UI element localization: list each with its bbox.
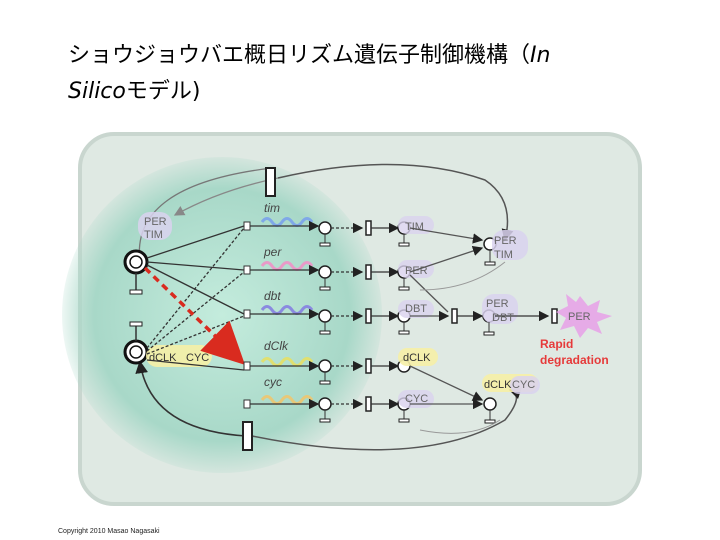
nucleus bbox=[62, 157, 382, 473]
label-per-tim-complex-tim: TIM bbox=[494, 249, 513, 261]
promoter-node-top-inner bbox=[129, 255, 143, 269]
gene-row-dclk bbox=[243, 348, 438, 385]
return-arrow-1 bbox=[419, 261, 506, 291]
label-cyc-mid: CYC bbox=[405, 393, 428, 405]
label-tim-mid: TIM bbox=[405, 221, 424, 233]
annotation-rapid: Rapid bbox=[540, 337, 573, 351]
bottom-loop-left bbox=[135, 360, 247, 437]
promoter-node-bottom-inner bbox=[129, 345, 143, 359]
label-dclk-cyc-complex-cyc: CYC bbox=[512, 379, 535, 391]
complex-formation bbox=[409, 227, 558, 424]
label-dbt-mid: DBT bbox=[405, 303, 427, 315]
transport-bar-top bbox=[265, 167, 276, 197]
red-emphasis-arrow bbox=[143, 266, 246, 365]
per-tim-bubble-left bbox=[138, 212, 172, 240]
label-dclk-mid: dCLK bbox=[403, 352, 431, 364]
label-tim-left: TIM bbox=[144, 229, 163, 241]
degradation-burst bbox=[556, 294, 612, 338]
title-line1: ショウジョウバエ概日リズム遺伝子制御機構（ bbox=[68, 43, 531, 68]
transport-bar-bottom bbox=[242, 421, 253, 451]
label-dclk-cyc-complex-dclk: dCLK bbox=[484, 379, 512, 391]
label-per-left: PER bbox=[144, 216, 167, 228]
label-per-degraded: PER bbox=[568, 311, 591, 323]
annotation-degradation: degradation bbox=[540, 353, 609, 367]
feedback-loop-top bbox=[277, 163, 514, 242]
label-per-dbt-complex-per: PER bbox=[486, 298, 509, 310]
gene-label-dbt: dbt bbox=[264, 289, 281, 303]
gene-rows bbox=[243, 216, 438, 423]
outer-loop-left bbox=[138, 167, 273, 263]
return-arrow-2 bbox=[419, 419, 501, 434]
label-per-dbt-complex-dbt: DBT bbox=[492, 312, 514, 324]
decay-bar-top bbox=[129, 289, 143, 295]
gene-label-cyc: cyc bbox=[264, 375, 282, 389]
title-in-word: In bbox=[530, 43, 551, 68]
feedback-loop-bottom bbox=[251, 387, 522, 451]
gene-label-per: per bbox=[263, 245, 282, 259]
decay-bar-bottom bbox=[129, 321, 143, 327]
label-cyc-left: CYC bbox=[186, 352, 209, 364]
gene-label-dclk: dClk bbox=[264, 339, 289, 353]
title-silico: Silico bbox=[68, 79, 126, 104]
gene-row-cyc bbox=[243, 390, 434, 423]
gene-row-dbt bbox=[243, 300, 434, 335]
slide-title: ショウジョウバエ概日リズム遺伝子制御機構（In Silicoモデル) bbox=[68, 38, 668, 110]
gene-row-per bbox=[243, 260, 434, 291]
title-line2-rest: モデル) bbox=[125, 79, 201, 104]
gene-row-tim bbox=[243, 216, 434, 247]
gene-label-tim: tim bbox=[264, 201, 280, 215]
label-per-tim-complex-per: PER bbox=[494, 235, 517, 247]
copyright-notice: Copyright 2010 Masao Nagasaki bbox=[58, 528, 160, 535]
